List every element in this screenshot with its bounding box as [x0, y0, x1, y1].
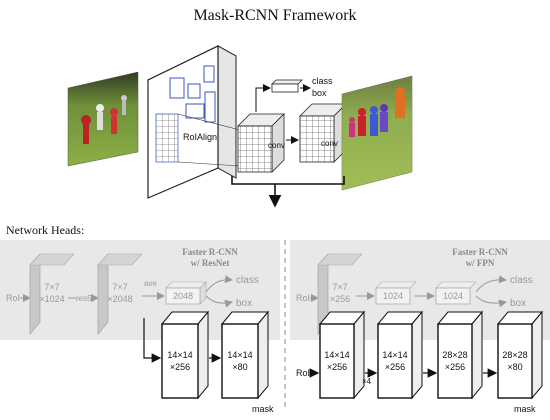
left-head-mask2-l2-text: ×80	[232, 362, 247, 372]
right-mask-block-4	[496, 310, 544, 400]
right-head-title-2: w/ FPN	[466, 258, 495, 268]
left-head-block1-l1-text: 7×7	[44, 282, 59, 292]
right-head-m4-l1-text: 28×28	[502, 350, 527, 360]
left-box-label: box	[236, 298, 252, 309]
left-head-fc-text: 2048	[173, 291, 193, 301]
right-head-fc1-text: 1024	[383, 291, 403, 301]
right-fc-2	[435, 281, 477, 305]
connector-arrow	[205, 295, 233, 308]
right-head-m2-l1-text: 14×14	[382, 350, 407, 360]
left-head-mask1-l2-text: ×256	[170, 362, 190, 372]
top-box-label: box	[312, 88, 327, 98]
right-block-1	[317, 252, 363, 336]
conv1-label: conv	[268, 141, 285, 150]
connector-arrow	[475, 275, 507, 293]
left-mask-label: mask	[252, 404, 274, 414]
left-head-block1-l2-text: ×1024	[39, 294, 64, 304]
right-mask-block-2	[376, 310, 424, 400]
right-head-title-1: Faster R-CNN	[452, 247, 508, 257]
right-mask-label: mask	[514, 404, 536, 414]
right-class-label: class	[510, 275, 533, 286]
right-head-m1-l1-text: 14×14	[324, 350, 349, 360]
left-mask-block-2	[220, 310, 270, 400]
right-head-block1-l2-text: ×256	[330, 294, 350, 304]
res5-label: res5	[76, 294, 92, 303]
connector-arrow	[205, 275, 233, 293]
right-box-label: box	[510, 298, 526, 309]
heads-bracket	[231, 176, 345, 185]
input-image	[67, 71, 139, 167]
repeat-x4-label: ×4	[362, 377, 372, 386]
right-head-block1-l1-text: 7×7	[332, 282, 347, 292]
left-head-title-1: Faster R-CNN	[182, 247, 238, 257]
left-head-block2-l1-text: 7×7	[112, 282, 127, 292]
left-mask-block-1	[160, 310, 210, 400]
right-roi-bottom-label: RoI	[296, 368, 310, 378]
left-head-title-2: w/ ResNet	[191, 258, 230, 268]
left-fc-2048	[165, 281, 207, 305]
left-mask-branch	[143, 318, 162, 363]
classbox-branch-line	[255, 84, 271, 112]
left-head-mask2-l1-text: 14×14	[227, 350, 252, 360]
left-block-2	[97, 252, 143, 336]
left-head-mask1-l1-text: 14×14	[167, 350, 192, 360]
left-block-1	[29, 252, 75, 336]
backbone-feature-box	[146, 45, 241, 199]
conv-block-1	[237, 113, 285, 173]
connector-arrow	[475, 295, 507, 308]
network-heads-label: Network Heads:	[6, 223, 84, 237]
left-roi-label: RoI	[6, 293, 20, 303]
ave-label: ave	[144, 279, 157, 288]
right-head-m1-l2-text: ×256	[327, 362, 347, 372]
diagram-title: Mask-RCNN Framework	[193, 7, 356, 24]
right-fc-1	[375, 281, 417, 305]
output-image	[341, 75, 413, 191]
conv-block-2	[299, 103, 347, 163]
fc-bar	[271, 79, 303, 93]
right-mask-block-3	[436, 310, 484, 400]
right-head-fc2-text: 1024	[443, 291, 463, 301]
right-head-m4-l2-text: ×80	[507, 362, 522, 372]
right-head-m2-l2-text: ×256	[385, 362, 405, 372]
left-head-block2-l2-text: ×2048	[107, 294, 132, 304]
top-class-label: class	[312, 76, 333, 86]
roialign-label: RoIAlign	[183, 132, 217, 142]
right-head-m3-l2-text: ×256	[445, 362, 465, 372]
right-mask-block-1	[318, 310, 366, 400]
conv2-label: conv	[321, 139, 338, 148]
right-roi-top-label: RoI	[296, 293, 310, 303]
right-head-m3-l1-text: 28×28	[442, 350, 467, 360]
left-class-label: class	[236, 275, 259, 286]
